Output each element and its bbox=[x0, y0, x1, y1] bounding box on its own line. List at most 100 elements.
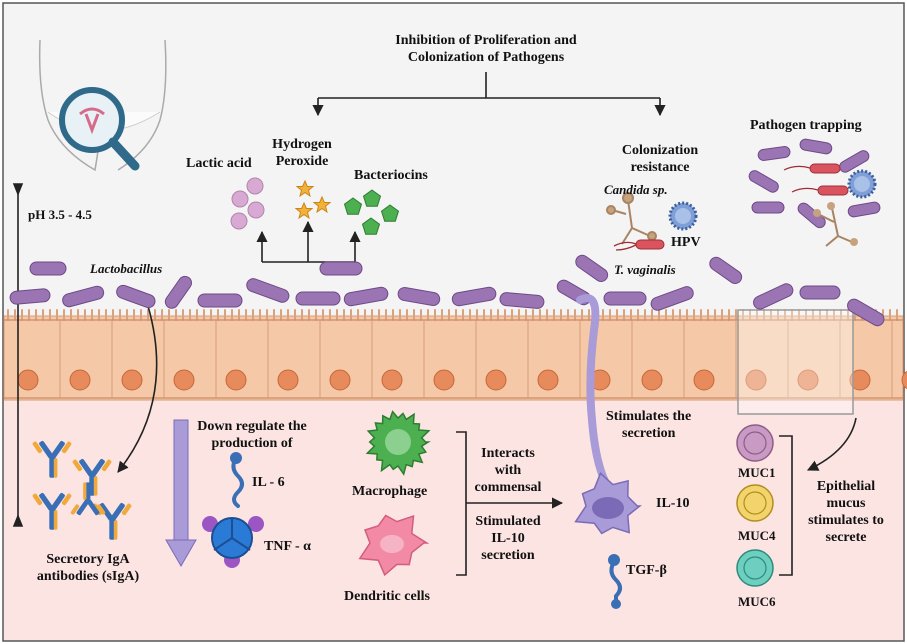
cell-nucleus bbox=[849, 369, 871, 391]
lactic-acid-label: Lactic acid bbox=[186, 156, 252, 171]
tgf-beta-icon bbox=[608, 554, 622, 609]
lactobacillus-rod bbox=[753, 283, 794, 310]
muc1-icon bbox=[736, 424, 774, 462]
cell-nucleus bbox=[225, 369, 247, 391]
il6-icon bbox=[230, 452, 244, 508]
downregulate-line1: Down regulate the bbox=[197, 419, 307, 434]
siga-antibodies-icon bbox=[32, 440, 132, 540]
lactobacillus-rod bbox=[62, 285, 105, 308]
cell-nucleus bbox=[381, 369, 403, 391]
trapping-cluster-icon bbox=[748, 138, 881, 247]
bacteriocins-icon bbox=[343, 189, 400, 235]
tnf-alpha-icon bbox=[202, 516, 264, 568]
bacteriocins-label: Bacteriocins bbox=[354, 168, 428, 183]
tnf-label: TNF - α bbox=[264, 539, 311, 554]
title-line2: Colonization of Pathogens bbox=[407, 50, 565, 65]
colonization-label-line1: Colonization bbox=[621, 143, 699, 158]
lactobacillus-rod bbox=[397, 286, 441, 307]
lactobacillus-rod bbox=[343, 286, 389, 307]
lactobacillus-layer bbox=[9, 254, 885, 327]
cell-nucleus bbox=[69, 369, 91, 391]
tvag-label: T. vaginalis bbox=[614, 262, 676, 277]
candida-label: Candida sp. bbox=[604, 182, 668, 197]
lactobacillus-rod bbox=[197, 293, 243, 308]
muc4-icon bbox=[736, 484, 774, 522]
iga-antibody bbox=[70, 482, 106, 516]
dc-process bbox=[576, 294, 614, 494]
stim-line3: secretion bbox=[481, 548, 535, 563]
lactobacillus-rod bbox=[295, 291, 341, 306]
lactobacillus-rod bbox=[847, 298, 885, 327]
lactobacillus-rod bbox=[451, 286, 497, 307]
muc6-icon bbox=[736, 549, 774, 587]
mucin-bracket bbox=[779, 435, 793, 576]
cell-nucleus bbox=[485, 369, 507, 391]
cell-nucleus bbox=[745, 369, 767, 391]
stimulates-line1: Stimulates the bbox=[606, 409, 692, 424]
cell-nucleus bbox=[433, 369, 455, 391]
il10-label: IL-10 bbox=[656, 496, 690, 511]
cell-nucleus bbox=[277, 369, 299, 391]
title-line1: Inhibition of Proliferation and bbox=[395, 33, 577, 48]
lactobacillus-rod bbox=[319, 261, 363, 276]
iga-antibody bbox=[32, 492, 72, 530]
hpv-icon bbox=[668, 201, 698, 231]
mucus-desc-line1: Epithelial bbox=[816, 479, 876, 494]
dendritic-cell-il10-icon bbox=[574, 472, 642, 535]
h2o2-label-line1: Hydrogen bbox=[272, 137, 332, 152]
down-regulate-arrow bbox=[165, 419, 197, 568]
mucus-desc-line2: mucus bbox=[826, 496, 866, 511]
cell-nucleus bbox=[121, 369, 143, 391]
dendritic-label: Dendritic cells bbox=[344, 589, 430, 604]
macrophage-icon bbox=[365, 410, 431, 476]
cell-nucleus bbox=[173, 369, 195, 391]
interacts-line1: Interacts bbox=[481, 446, 535, 461]
iga-antibody bbox=[32, 440, 72, 478]
interacts-line3: commensal bbox=[474, 480, 542, 495]
lactobacillus-rod bbox=[164, 275, 193, 309]
magnified-region-box bbox=[737, 309, 854, 415]
lactobacillus-rod bbox=[499, 292, 545, 309]
cell-nucleus bbox=[693, 369, 715, 391]
trichomonas-icon bbox=[613, 239, 665, 251]
downregulate-line2: production of bbox=[211, 436, 293, 451]
siga-label-line2: antibodies (sIgA) bbox=[36, 569, 140, 584]
interacts-line2: with bbox=[494, 463, 522, 478]
stim-line1: Stimulated bbox=[475, 514, 541, 529]
lactobacillus-rod bbox=[246, 278, 290, 303]
hydrogen-peroxide-icon bbox=[294, 179, 332, 220]
lactobacillus-rod bbox=[650, 286, 694, 311]
lactobacillus-rod bbox=[709, 256, 743, 285]
cell-nucleus bbox=[641, 369, 663, 391]
lactobacillus-label: Lactobacillus bbox=[90, 261, 163, 276]
trapping-to-mucus-arrow bbox=[806, 417, 857, 471]
mucus-desc-line3: stimulates to bbox=[808, 513, 884, 528]
cell-nucleus bbox=[17, 369, 39, 391]
cell-nucleus bbox=[537, 369, 559, 391]
pathogen-trapping-label: Pathogen trapping bbox=[750, 118, 862, 133]
lactobacillus-rod bbox=[29, 261, 67, 276]
lactobacillus-rod bbox=[603, 291, 647, 306]
cell-nucleus bbox=[901, 370, 907, 390]
ph-label: pH 3.5 - 4.5 bbox=[28, 207, 92, 222]
cell-nucleus bbox=[797, 369, 819, 391]
muc4-label: MUC4 bbox=[738, 528, 776, 543]
colonization-label-line2: resistance bbox=[630, 160, 690, 175]
lactobacillus-rod bbox=[116, 284, 156, 309]
lactobacillus-rod bbox=[575, 254, 609, 283]
iga-antibody bbox=[72, 458, 112, 496]
lactobacillus-rod bbox=[9, 288, 51, 305]
lactobacillus-rod bbox=[799, 285, 841, 300]
lactobacillus-to-siga-arrow bbox=[117, 305, 158, 473]
anatomy-magnifier-icon bbox=[38, 39, 167, 172]
lactic-acid-icon bbox=[230, 177, 265, 230]
mucus-desc-line4: secrete bbox=[825, 530, 867, 545]
cell-nucleus bbox=[329, 369, 351, 391]
siga-label-line1: Secretory IgA bbox=[46, 552, 130, 567]
tgfb-label: TGF-β bbox=[626, 563, 667, 578]
il6-label: IL - 6 bbox=[252, 475, 285, 490]
stimulates-line2: secretion bbox=[622, 426, 676, 441]
stim-line2: IL-10 bbox=[491, 531, 525, 546]
